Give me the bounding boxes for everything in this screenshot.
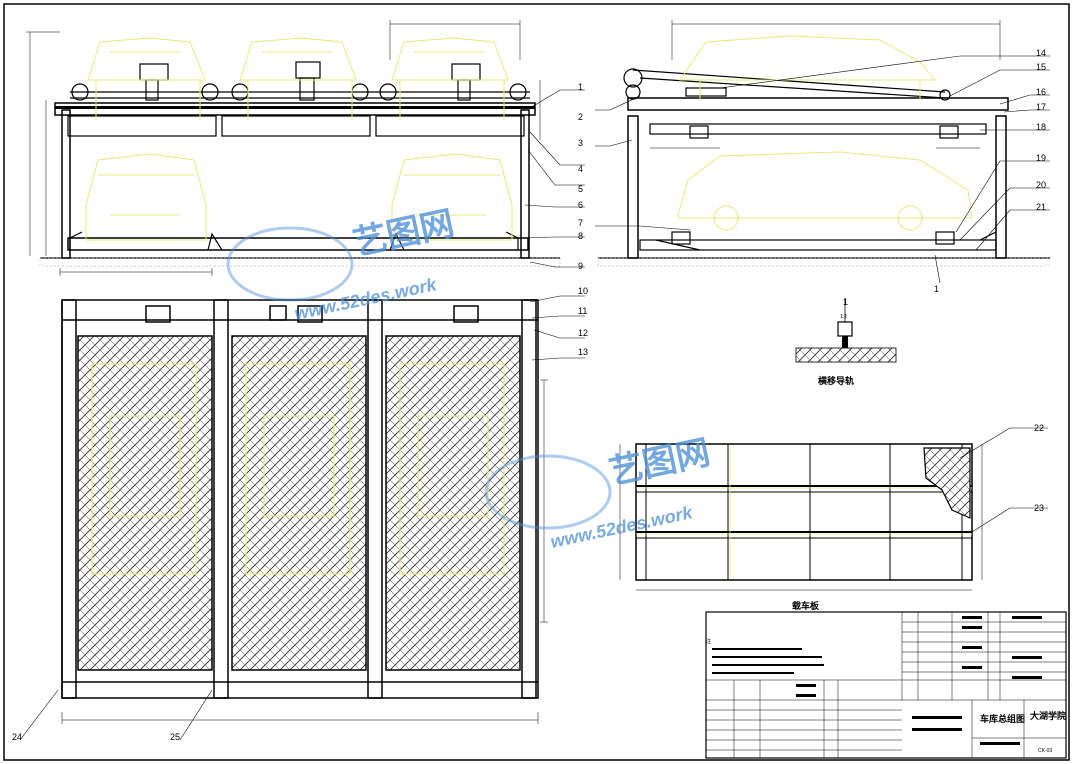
callout-5: 5 — [578, 184, 583, 194]
callout-8: 8 — [578, 231, 583, 241]
callout-numbers: 1 2 3 4 5 6 7 8 9 10 11 12 13 14 15 16 1… — [12, 48, 1046, 742]
callout-16: 16 — [1036, 87, 1046, 97]
title-block — [705, 611, 1067, 759]
watermark-brand: 艺图网 — [350, 203, 458, 263]
plan-view — [19, 295, 585, 741]
drawing-number: CK-03 — [1038, 748, 1052, 754]
callout-14: 14 — [1036, 48, 1046, 58]
callout-21: 21 — [1036, 202, 1046, 212]
floor-plate-caption: 载车板 — [792, 600, 820, 612]
callout-22: 22 — [1034, 423, 1044, 433]
callout-20: 20 — [1036, 180, 1046, 190]
carrier-plate-view — [619, 427, 1048, 591]
callout-13: 13 — [578, 347, 588, 357]
callout-4: 4 — [578, 164, 583, 174]
callout-18: 18 — [1036, 122, 1046, 132]
callout-24: 24 — [12, 732, 22, 742]
watermark-brand-2: 艺图网 — [606, 432, 714, 492]
front-elevation-view — [26, 20, 585, 276]
rail-detail-view — [795, 298, 897, 363]
detail-caption: 横移导轨 — [818, 375, 854, 387]
technical-notes — [712, 648, 824, 674]
callout-3: 3 — [578, 138, 583, 148]
detail-ratio: 1:2 — [840, 314, 847, 320]
callout-19: 19 — [1036, 153, 1046, 163]
callout-2: 2 — [578, 112, 583, 122]
side-elevation-view — [595, 20, 1050, 284]
callout-25: 25 — [170, 732, 180, 742]
callout-6: 6 — [578, 200, 583, 210]
section-mark: 1 — [934, 284, 939, 294]
callout-12: 12 — [578, 328, 588, 338]
callout-11: 11 — [578, 306, 587, 316]
notes-heading: 注 — [706, 638, 711, 645]
callout-7: 7 — [578, 218, 583, 228]
callout-1: 1 — [578, 82, 583, 92]
callout-9: 9 — [578, 261, 583, 271]
callout-15: 15 — [1036, 62, 1046, 72]
drawing-title: 车库总组图 — [980, 713, 1025, 725]
school-name: 大湖学院 — [1030, 710, 1066, 722]
callout-17: 17 — [1036, 102, 1046, 112]
watermark-top: 艺图网 www.52des.work — [226, 203, 458, 324]
callout-10: 10 — [578, 286, 588, 296]
watermark-url-2: www.52des.work — [549, 502, 695, 552]
watermark-url: www.52des.work — [293, 274, 439, 324]
detail-mark: 1 — [843, 297, 848, 307]
callout-23: 23 — [1034, 503, 1044, 513]
sheet-border — [3, 3, 1070, 761]
